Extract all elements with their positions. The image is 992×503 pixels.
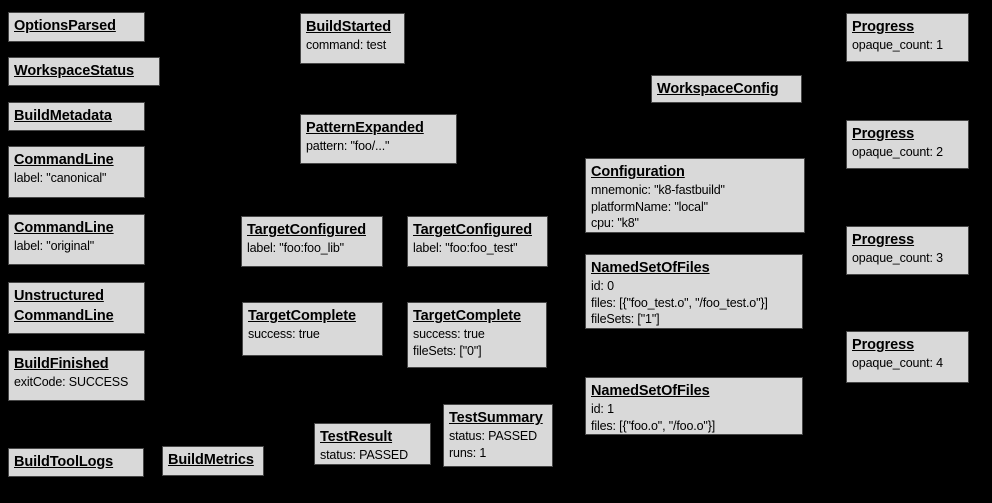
event-title-workspace-status: WorkspaceStatus (14, 63, 134, 79)
event-title-command-line-original: CommandLine (14, 220, 114, 236)
event-box-named-set-of-files-1: NamedSetOfFiles id: 1 files: [{"foo.o", "/… (585, 377, 803, 435)
event-field-configuration-2: cpu: "k8" (591, 216, 639, 230)
event-field-progress-3-0: opaque_count: 3 (852, 251, 943, 265)
event-box-command-line-canonical: CommandLine label: "canonical" (8, 146, 145, 198)
event-box-target-complete-test: TargetComplete success: true fileSets: ["0… (407, 302, 547, 368)
event-box-command-line-original: CommandLine label: "original" (8, 214, 145, 265)
event-title-target-configured-foo-test: TargetConfigured (413, 222, 532, 238)
event-title-command-line-canonical: CommandLine (14, 152, 114, 168)
event-field-test-summary-1: runs: 1 (449, 445, 487, 460)
event-title-target-complete-test: TargetComplete (413, 308, 521, 324)
event-box-workspace-config: WorkspaceConfig (651, 75, 802, 103)
event-title-build-tool-logs: BuildToolLogs (14, 454, 114, 470)
event-box-workspace-status: WorkspaceStatus (8, 57, 160, 86)
event-box-progress-1: Progress opaque_count: 1 (846, 13, 969, 62)
event-field-progress-4-0: opaque_count: 4 (852, 356, 943, 370)
event-field-build-finished-0: exitCode: SUCCESS (14, 375, 129, 389)
event-box-progress-4: Progress opaque_count: 4 (846, 331, 969, 383)
event-box-build-tool-logs: BuildToolLogs (8, 448, 144, 477)
event-box-progress-3: Progress opaque_count: 3 (846, 226, 969, 275)
event-field-named-set-of-files-1-0: id: 1 (591, 402, 614, 416)
event-field-named-set-of-files-0-2: fileSets: ["1"] (591, 312, 660, 326)
event-title-test-summary: TestSummary (449, 410, 543, 426)
event-field-named-set-of-files-0-0: id: 0 (591, 279, 614, 293)
event-title-build-metadata: BuildMetadata (14, 108, 112, 124)
event-box-unstructured-command-line: Unstructured CommandLine (8, 282, 145, 334)
event-field-target-complete-test-1: fileSets: ["0"] (413, 343, 482, 358)
event-field-configuration-0: mnemonic: "k8-fastbuild" (591, 183, 725, 197)
event-box-build-metadata: BuildMetadata (8, 102, 145, 131)
event-title-target-complete-lib: TargetComplete (248, 308, 356, 324)
event-box-options-parsed: OptionsParsed (8, 12, 145, 42)
event-field-command-line-original-0: label: "original" (14, 239, 94, 253)
event-title-build-metrics: BuildMetrics (168, 452, 254, 468)
event-box-target-configured-foo-test: TargetConfigured label: "foo:foo_test" (407, 216, 548, 267)
event-field-target-configured-foo-lib-0: label: "foo:foo_lib" (247, 241, 344, 255)
event-field-build-started-0: command: test (306, 38, 387, 52)
event-title-unstructured-command-line: Unstructured CommandLine (14, 288, 114, 324)
event-field-named-set-of-files-0-1: files: [{"foo_test.o", "/foo_test.o"}] (591, 295, 768, 310)
event-box-test-result: TestResult status: PASSED (314, 423, 431, 465)
event-field-pattern-expanded-0: pattern: "foo/..." (306, 139, 390, 153)
event-title-pattern-expanded: PatternExpanded (306, 120, 424, 136)
event-box-named-set-of-files-0: NamedSetOfFiles id: 0 files: [{"foo_test.o… (585, 254, 803, 329)
event-title-progress-4: Progress (852, 337, 915, 353)
event-field-test-summary-0: status: PASSED (449, 429, 537, 443)
event-box-build-metrics: BuildMetrics (162, 446, 264, 476)
event-title-options-parsed: OptionsParsed (14, 18, 116, 34)
event-title-target-configured-foo-lib: TargetConfigured (247, 222, 366, 238)
event-box-configuration: Configuration mnemonic: "k8-fastbuild" pla… (585, 158, 805, 233)
event-field-configuration-1: platformName: "local" (591, 199, 708, 214)
event-box-pattern-expanded: PatternExpanded pattern: "foo/..." (300, 114, 457, 164)
event-title-progress-2: Progress (852, 126, 915, 142)
event-field-target-complete-lib-0: success: true (248, 327, 320, 341)
event-title-workspace-config: WorkspaceConfig (657, 81, 779, 97)
event-field-command-line-canonical-0: label: "canonical" (14, 171, 107, 185)
event-field-progress-1-0: opaque_count: 1 (852, 38, 943, 52)
event-title-progress-1: Progress (852, 19, 915, 35)
event-box-progress-2: Progress opaque_count: 2 (846, 120, 969, 169)
event-field-progress-2-0: opaque_count: 2 (852, 145, 943, 159)
event-box-build-started: BuildStarted command: test (300, 13, 405, 64)
event-title-build-finished: BuildFinished (14, 356, 109, 372)
event-field-target-complete-test-0: success: true (413, 327, 485, 341)
event-box-build-finished: BuildFinished exitCode: SUCCESS (8, 350, 145, 401)
event-field-target-configured-foo-test-0: label: "foo:foo_test" (413, 241, 518, 255)
event-field-named-set-of-files-1-1: files: [{"foo.o", "/foo.o"}] (591, 418, 716, 433)
event-title-configuration: Configuration (591, 164, 685, 180)
event-title-test-result: TestResult (320, 429, 393, 445)
event-box-target-configured-foo-lib: TargetConfigured label: "foo:foo_lib" (241, 216, 383, 267)
event-box-target-complete-lib: TargetComplete success: true (242, 302, 383, 356)
event-title-progress-3: Progress (852, 232, 915, 248)
event-box-test-summary: TestSummary status: PASSED runs: 1 (443, 404, 553, 467)
event-title-named-set-of-files-0: NamedSetOfFiles (591, 260, 710, 276)
event-field-test-result-0: status: PASSED (320, 448, 408, 462)
event-title-named-set-of-files-1: NamedSetOfFiles (591, 383, 710, 399)
event-title-build-started: BuildStarted (306, 19, 392, 35)
